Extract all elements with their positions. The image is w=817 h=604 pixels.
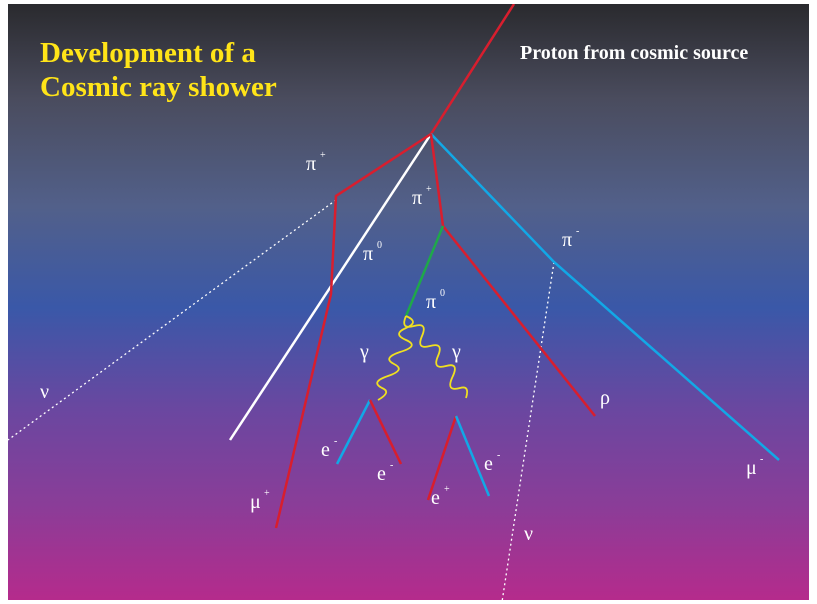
svg-text:0: 0 (440, 288, 445, 299)
label-pi-zero-green: π 0 (426, 288, 445, 313)
svg-text:μ: μ (250, 491, 261, 513)
electron-track-1 (335, 399, 372, 465)
svg-text:-: - (760, 454, 763, 465)
label-pi-minus: π - (562, 226, 579, 251)
svg-text:+: + (444, 484, 450, 495)
svg-text:e: e (321, 439, 330, 461)
label-gamma-right: γ (451, 341, 461, 363)
positron-track (426, 415, 458, 501)
svg-text:μ: μ (746, 457, 757, 479)
svg-text:-: - (390, 460, 393, 471)
label-pi-plus-middle: π + (412, 184, 432, 209)
svg-text:e: e (431, 487, 440, 509)
proton-track (429, 4, 516, 135)
pi-plus-track-left (274, 132, 432, 529)
title-line-2: Cosmic ray shower (40, 71, 277, 103)
label-mu-minus: μ - (746, 454, 763, 479)
neutrino-track-right (501, 261, 555, 600)
svg-text:π: π (363, 243, 373, 265)
label-positron: e + (431, 484, 450, 509)
pi0-track-green (404, 225, 445, 317)
shower-slide: Development of a Cosmic ray shower Proto… (8, 4, 809, 600)
svg-text:π: π (426, 291, 436, 313)
svg-text:+: + (264, 488, 270, 499)
label-nu-left: ν (40, 381, 49, 403)
slide-title: Development of a Cosmic ray shower (40, 36, 277, 104)
svg-text:-: - (334, 436, 337, 447)
label-pi-plus-left: π + (306, 150, 326, 175)
svg-text:-: - (576, 226, 579, 237)
label-rho: ρ (600, 387, 610, 409)
label-nu-right: ν (524, 523, 533, 545)
label-electron-2: e - (377, 460, 393, 485)
label-electron-3: e - (484, 450, 500, 475)
electron-track-2 (368, 399, 403, 465)
svg-text:+: + (320, 150, 326, 161)
photon-track-right (403, 315, 469, 399)
svg-text:+: + (426, 184, 432, 195)
label-mu-plus: μ + (250, 488, 270, 513)
electron-track-3 (454, 415, 491, 497)
label-gamma-left: γ (359, 341, 369, 363)
svg-text:π: π (412, 187, 422, 209)
title-line-1: Development of a (40, 37, 256, 69)
label-pi-zero-white: π 0 (363, 240, 382, 265)
label-electron-1: e - (321, 436, 337, 461)
pi-minus-track (430, 133, 780, 461)
subtitle: Proton from cosmic source (520, 42, 749, 64)
svg-text:π: π (306, 153, 316, 175)
neutrino-track-left (8, 199, 337, 441)
svg-text:e: e (484, 453, 493, 475)
svg-text:π: π (562, 229, 572, 251)
svg-text:e: e (377, 463, 386, 485)
svg-text:-: - (497, 450, 500, 461)
svg-text:0: 0 (377, 240, 382, 251)
photon-track-left (376, 315, 414, 401)
shower-diagram: π + π + π - π 0 π 0 γ γ ρ ν ν μ + μ - (8, 4, 780, 600)
